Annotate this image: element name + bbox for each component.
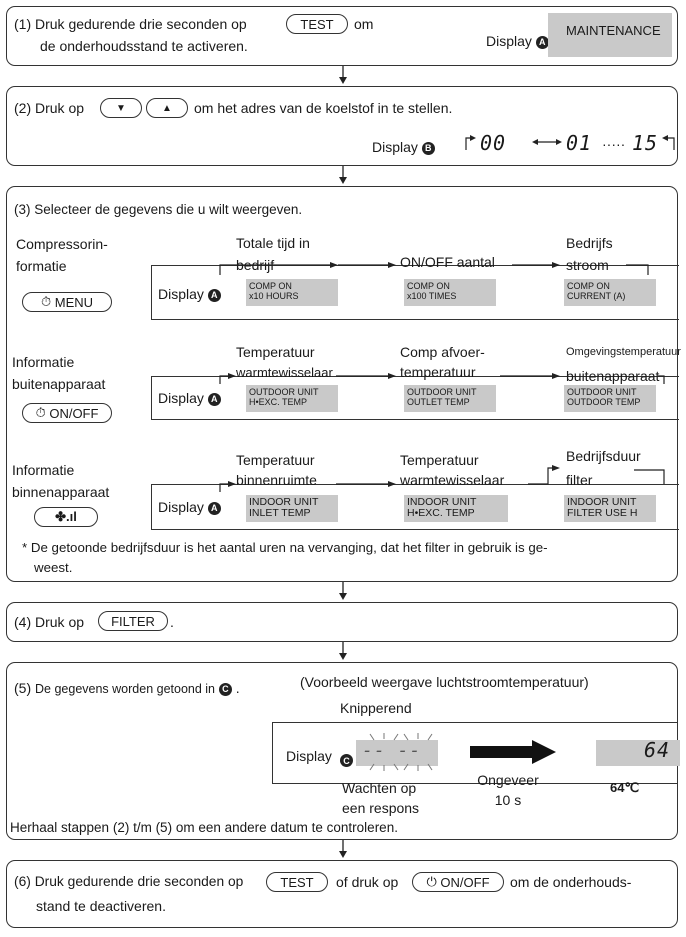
clock-icon: ⏱ xyxy=(40,294,52,309)
fan-speed-icon: ✤.ıl xyxy=(55,509,77,524)
row1-frame xyxy=(151,265,679,320)
row3-display-label: Display A xyxy=(158,499,221,515)
badge-a-icon: A xyxy=(207,501,221,515)
step-4-text: (4) Druk op xyxy=(14,614,85,630)
badge-c-icon: C xyxy=(218,682,232,696)
repeat-text: Herhaal stappen (2) t/m (5) om een ander… xyxy=(10,820,398,835)
clock-icon: ⏱ xyxy=(35,405,46,420)
step-4-end: . xyxy=(170,614,174,630)
row1-display-label: Display A xyxy=(158,286,221,302)
filter-button[interactable]: FILTER xyxy=(98,611,168,631)
step-3-title: (3) Selecteer de gegevens die u wilt wee… xyxy=(14,202,303,217)
step-1-box xyxy=(6,6,678,66)
down-arrow-2 xyxy=(339,166,347,184)
badge-a-icon: A xyxy=(207,288,221,302)
step-6-text-2: om de onderhouds- xyxy=(510,874,632,890)
step-1-om: om xyxy=(354,16,374,32)
test-button[interactable]: TEST xyxy=(286,14,348,34)
example-display-label: Display xyxy=(286,748,332,764)
on-off-button[interactable]: ⏱ ON/OFF xyxy=(22,403,112,423)
up-button[interactable]: ▲ xyxy=(146,98,188,118)
badge-b-icon: B xyxy=(421,141,435,155)
step-5-text: (5) De gegevens worden getoond in C . xyxy=(14,680,240,696)
display-label-b: Display B xyxy=(372,139,435,155)
blink-label: Knipperend xyxy=(340,700,412,716)
address-15: 15 xyxy=(632,131,659,155)
blink-lcd xyxy=(356,740,438,766)
address-01: 01 xyxy=(566,131,593,155)
result-seg: 64 xyxy=(644,738,671,762)
result-celsius: 64℃ xyxy=(610,780,640,795)
row2-col2-label: Comp afvoer-temperatuur xyxy=(400,344,485,380)
step-1-text-2: de onderhoudsstand te activeren. xyxy=(40,38,248,54)
outdoor-label-2: buitenapparaat xyxy=(12,376,106,392)
row2-frame xyxy=(151,376,679,420)
menu-button[interactable]: ⏱ MENU xyxy=(22,292,112,312)
step-3-box xyxy=(6,186,678,582)
footnote-line-2: weest. xyxy=(34,560,73,575)
compressor-label-1: Compressorin- xyxy=(16,236,108,252)
maintenance-lcd: MAINTENANCE xyxy=(548,13,672,57)
thick-arrow-icon xyxy=(470,740,556,764)
down-button[interactable]: ▼ xyxy=(100,98,142,118)
step-1-text: (1) Druk gedurende drie seconden op xyxy=(14,16,247,32)
address-dots: ····· xyxy=(602,136,626,152)
address-00: 00 xyxy=(480,131,507,155)
footnote-line-1: * De getoonde bedrijfsduur is het aantal… xyxy=(22,540,548,555)
row1-col2-label: ON/OFF aantal xyxy=(400,254,495,270)
example-frame xyxy=(272,722,678,784)
step-2-text-2: om het adres van de koelstof in te stell… xyxy=(194,100,453,116)
badge-c-icon: C xyxy=(340,754,353,767)
down-arrow-3 xyxy=(339,582,347,600)
outdoor-label-1: Informatie xyxy=(12,354,75,370)
indoor-label-2: binnenapparaat xyxy=(12,484,110,500)
badge-a-icon: A xyxy=(535,35,549,49)
example-caption: (Voorbeeld weergave luchtstroomtemperatu… xyxy=(300,674,589,690)
compressor-label-2: formatie xyxy=(16,258,67,274)
row2-display-label: Display A xyxy=(158,390,221,406)
display-label: Display A xyxy=(486,33,549,49)
fan-speed-button[interactable]: ✤.ıl xyxy=(34,507,98,527)
power-icon: ⏻ xyxy=(426,874,437,889)
indoor-label-1: Informatie xyxy=(12,462,75,478)
loop-bracket-icon xyxy=(465,135,675,150)
down-arrow-1 xyxy=(339,66,347,84)
blink-dashes: -- -- xyxy=(362,740,422,761)
step-6-or: of druk op xyxy=(336,874,399,890)
step-6-text-3: stand te deactiveren. xyxy=(36,898,166,914)
step-6-box xyxy=(6,860,678,928)
down-arrow-5 xyxy=(339,840,347,858)
step-6-text: (6) Druk gedurende drie seconden op xyxy=(14,874,244,889)
step-4-box xyxy=(6,602,678,642)
result-lcd xyxy=(596,740,680,766)
down-arrow-4 xyxy=(339,642,347,660)
row3-frame xyxy=(151,484,679,530)
step-2-box xyxy=(6,86,678,166)
badge-a-icon: A xyxy=(207,392,221,406)
blink-rays-icon xyxy=(369,733,433,771)
step-2-text: (2) Druk op xyxy=(14,100,85,116)
test-button-2[interactable]: TEST xyxy=(266,872,328,892)
on-off-button-2[interactable]: ⏻ ON/OFF xyxy=(412,872,504,892)
